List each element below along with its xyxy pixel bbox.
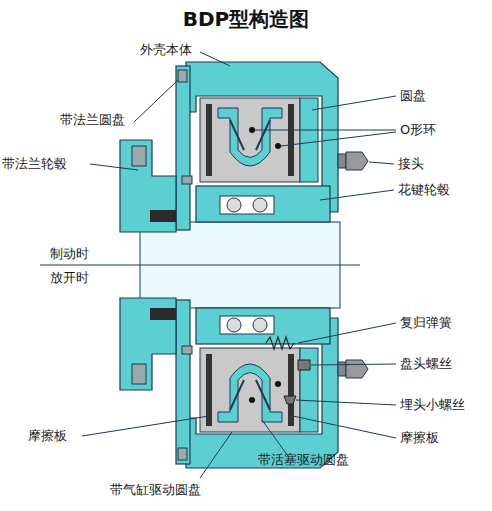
part-label: 盘头螺丝 [400,356,452,372]
part-label: 带气缸驱动圆盘 [110,482,201,498]
part-label: 圆盘 [400,88,426,104]
part-label: 摩擦板 [28,428,67,444]
part-label: 埋头小螺丝 [400,397,465,413]
part-label: 花键轮毂 [398,182,450,198]
part-label: 放开时 [50,270,89,286]
part-label: 复归弹簧 [400,315,452,331]
part-label: 带法兰圆盘 [60,112,125,128]
part-label: 接头 [398,156,424,172]
part-label: 带活塞驱动圆盘 [258,452,349,468]
diagram-title: BDP型构造图 [0,6,492,33]
part-label: 摩擦板 [400,430,439,446]
part-label: 带法兰轮毂 [2,156,67,172]
part-label: 制动时 [50,246,89,262]
part-label: O形环 [400,122,436,138]
part-label: 外壳本体 [140,42,192,58]
